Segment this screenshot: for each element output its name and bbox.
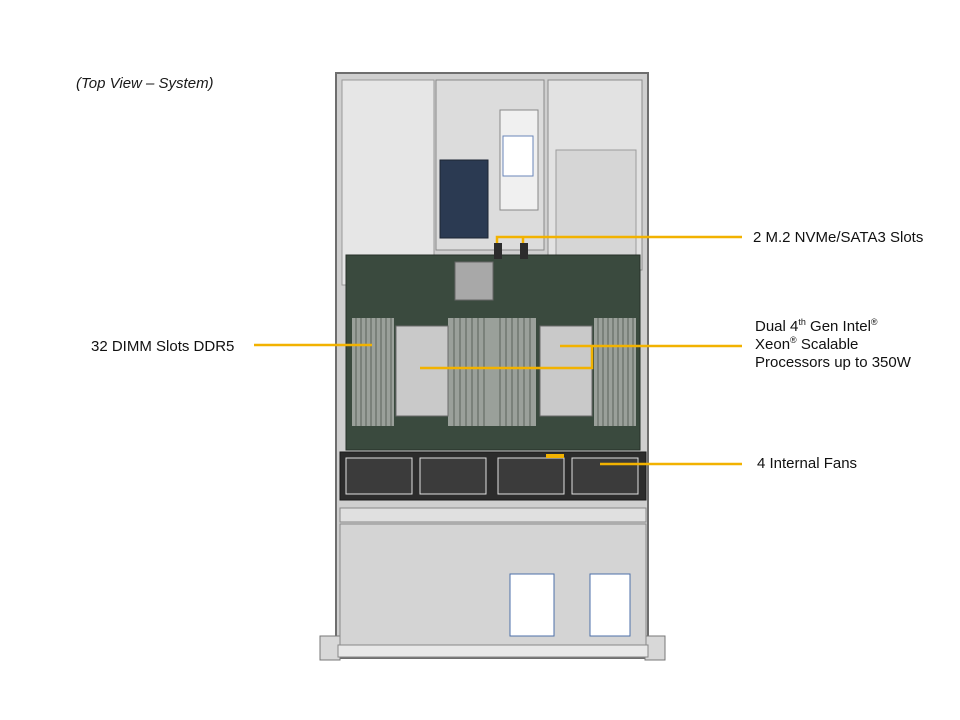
service-label-2 xyxy=(589,573,631,637)
callout-processors: Dual 4th Gen Intel® Xeon® Scalable Proce… xyxy=(755,318,911,372)
m2-slot-2 xyxy=(520,243,528,259)
cpu-heatsink-1 xyxy=(395,325,449,417)
dimm-bank-1 xyxy=(352,318,394,426)
riser-card xyxy=(439,159,489,239)
front-bezel xyxy=(337,644,649,658)
cpu-line2-sup: ® xyxy=(790,335,797,345)
chassis-ear-left xyxy=(319,635,341,661)
callout-dimm-slots: 32 DIMM Slots DDR5 xyxy=(91,338,235,355)
cpu-line1-mid: Gen Intel xyxy=(805,318,871,335)
dimm-bank-3 xyxy=(594,318,636,426)
callout-m2-slots: 2 M.2 NVMe/SATA3 Slots xyxy=(753,229,924,246)
callout-internal-fans: 4 Internal Fans xyxy=(757,455,858,472)
dimm-bank-2 xyxy=(448,318,536,426)
cpu-line1-sup1: th xyxy=(798,317,806,327)
leader-cpu xyxy=(420,344,742,370)
cpu-line1-sup2: ® xyxy=(870,317,878,327)
leader-m2 xyxy=(495,235,742,243)
rear-bay-left xyxy=(341,79,435,286)
cpu-line2-post: Scalable xyxy=(796,336,859,353)
cpu-heatsink-2 xyxy=(539,325,593,417)
view-caption: (Top View – System) xyxy=(76,75,214,92)
m2-slot-1 xyxy=(494,243,502,259)
fan-2 xyxy=(419,457,487,495)
fan-1 xyxy=(345,457,413,495)
cpu-line1-pre: Dual 4 xyxy=(755,318,799,335)
psu-cage xyxy=(555,149,637,261)
pch-heatsink xyxy=(454,261,494,301)
cpu-line2-pre: Xeon xyxy=(755,336,791,353)
service-label-1 xyxy=(509,573,555,637)
fan-3 xyxy=(497,457,565,495)
m2-label-sticker xyxy=(502,135,534,177)
front-divider xyxy=(339,507,647,523)
cpu-line3: Processors up to 350W xyxy=(755,354,911,371)
fan-accent xyxy=(546,454,564,458)
